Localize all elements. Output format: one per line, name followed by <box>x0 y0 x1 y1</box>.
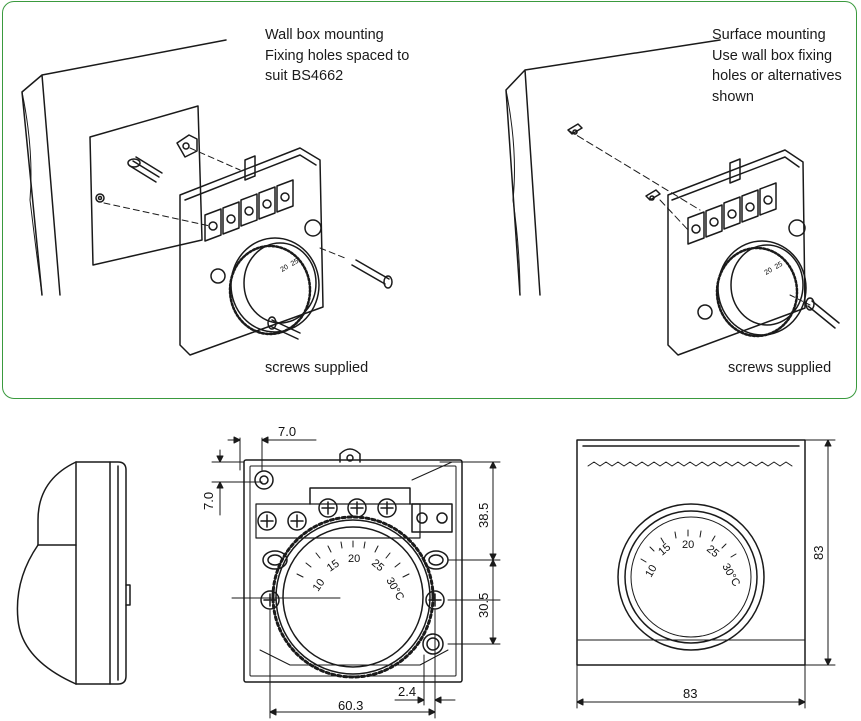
base-scale-25: 25 <box>369 557 386 574</box>
dim-height-lower: 30.5 <box>476 593 491 618</box>
base-scale-30: 30°C <box>383 576 406 603</box>
left-dial-numbers: 2025 <box>280 258 301 274</box>
left-screws-label: screws supplied <box>265 360 369 376</box>
side-profile-view <box>16 461 131 685</box>
dim-width-holes: 60.3 <box>338 698 363 713</box>
dim-height-upper: 38.5 <box>476 503 491 528</box>
dim-cover-width: 83 <box>683 686 697 701</box>
cover-scale-10: 10 <box>643 563 660 580</box>
installation-panel <box>2 1 857 399</box>
right-dial-numbers: 2025 <box>764 261 785 277</box>
surface-mount-illustration <box>505 39 840 356</box>
base-scale-10: 10 <box>311 577 328 594</box>
cover-scale-25: 25 <box>704 543 721 560</box>
cover-scale-30: 30°C <box>719 562 742 589</box>
base-scale-20: 20 <box>348 553 360 565</box>
right-screws-label: screws supplied <box>728 360 832 376</box>
dim-cover-height: 83 <box>811 546 826 560</box>
cover-scale-20: 20 <box>682 539 694 551</box>
cover-scale-15: 15 <box>656 541 673 558</box>
dimension-lines <box>211 436 836 719</box>
base-front-view <box>231 448 463 683</box>
wall-box-illustration <box>21 39 393 356</box>
dim-hole-y: 7.0 <box>201 492 216 510</box>
base-scale-15: 15 <box>325 558 342 575</box>
cover-front-view <box>576 439 806 666</box>
dim-hole-x: 7.0 <box>278 424 296 439</box>
dim-hole-gap: 2.4 <box>398 684 416 699</box>
